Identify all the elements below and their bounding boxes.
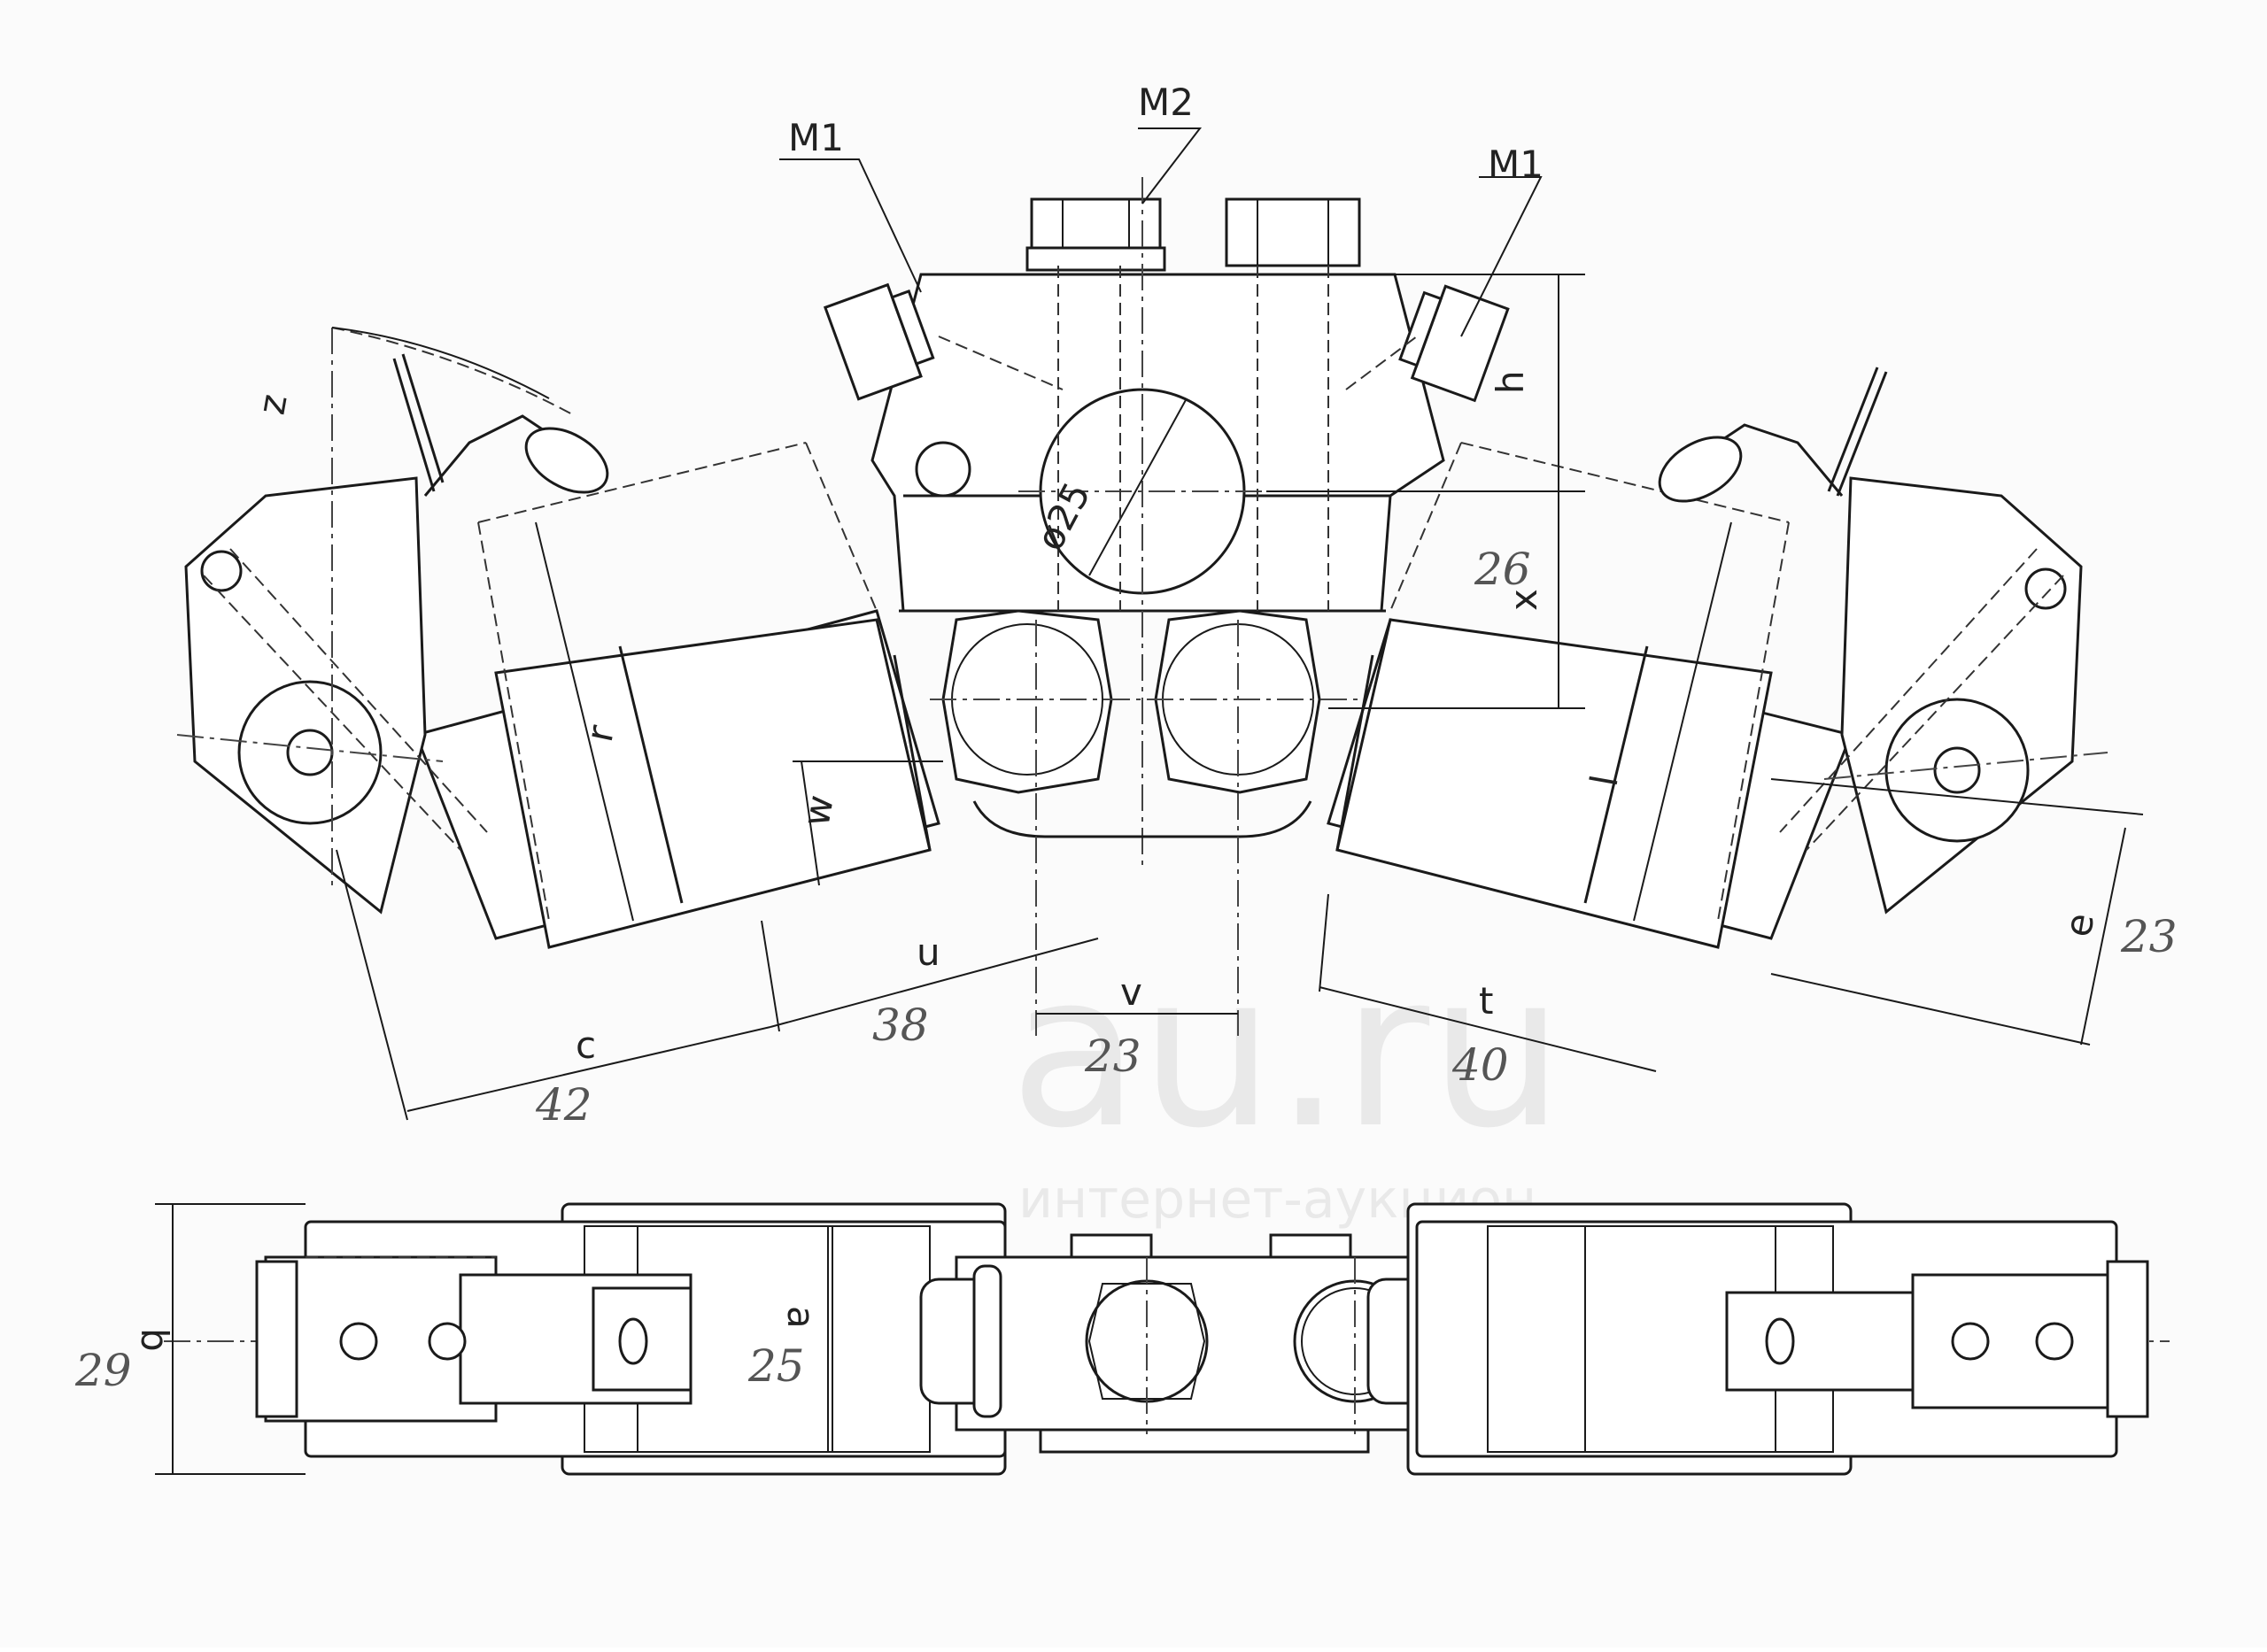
label-m1-left: M1 — [788, 116, 844, 159]
hex-nut-left — [941, 609, 1113, 794]
top-nut-m2 — [1030, 197, 1162, 250]
hand-40: 40 — [1451, 1039, 1509, 1091]
left-hinge — [176, 327, 609, 915]
label-h: h — [1489, 370, 1532, 394]
label-e: e — [2056, 910, 2103, 940]
right-hinge — [1658, 367, 2108, 915]
label-a: a — [779, 1306, 823, 1329]
hand-23-center: 23 — [1084, 1031, 1141, 1082]
right-arm — [1327, 442, 1853, 949]
label-t: t — [1479, 979, 1493, 1023]
label-z: z — [250, 391, 296, 418]
label-c: c — [576, 1023, 596, 1067]
left-arm — [414, 442, 940, 949]
top-nut-circle-left — [1085, 1279, 1209, 1403]
top-nut-right — [1225, 197, 1361, 267]
hand-29: 29 — [74, 1345, 132, 1396]
label-m2: M2 — [1138, 81, 1194, 124]
top-view: b a 29 25 — [74, 1202, 2170, 1476]
hand-38: 38 — [872, 1000, 929, 1051]
central-block — [823, 177, 1510, 868]
side-bolt-right — [1398, 284, 1510, 403]
label-u: u — [917, 930, 940, 974]
label-v: v — [1120, 970, 1142, 1014]
label-b: b — [133, 1328, 176, 1352]
label-x: x — [1502, 589, 1545, 611]
hand-23-right: 23 — [2120, 911, 2178, 962]
label-m1-right: M1 — [1488, 143, 1544, 186]
front-view: M1 M2 M1 h x z r w u v c l t e ø25 26 23… — [176, 81, 2178, 1131]
side-bolt-left — [823, 282, 935, 401]
watermark: au.ru интернет-аукцион — [1010, 927, 1564, 1231]
hand-25: 25 — [747, 1340, 805, 1392]
watermark-site: au.ru — [1010, 927, 1564, 1175]
hand-42: 42 — [535, 1079, 592, 1131]
label-w: w — [794, 791, 842, 829]
hand-26: 26 — [1474, 544, 1531, 595]
dimensions-front — [331, 127, 2144, 1121]
